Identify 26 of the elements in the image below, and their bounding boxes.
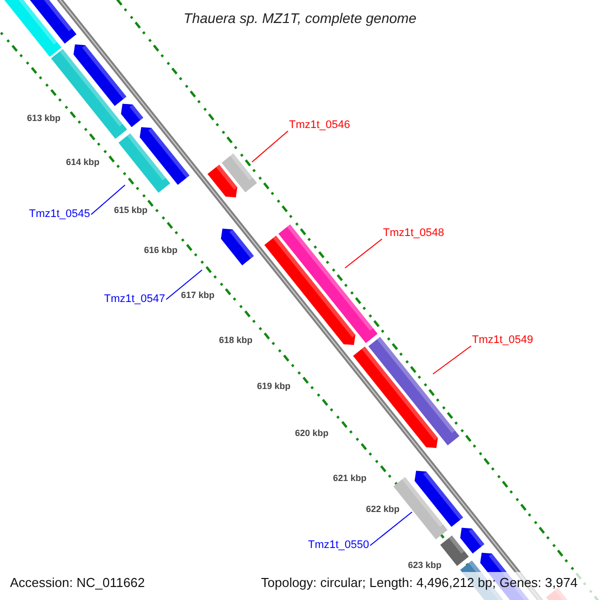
leader-line — [252, 130, 288, 162]
leader-line — [344, 238, 382, 268]
scale-label: 623 kbp — [408, 561, 442, 570]
gene-label: Tmz1t_0546 — [289, 120, 350, 131]
scale-label: 617 kbp — [181, 291, 215, 300]
scale-label: 613 kbp — [27, 114, 61, 123]
footer-text: Topology: circular; Length: 4,496,212 bp; Genes: 3,974 — [261, 576, 578, 589]
scale-label: 614 kbp — [66, 158, 100, 167]
leader-line — [90, 184, 126, 215]
leader-line — [432, 346, 472, 374]
scale-label: 619 kbp — [257, 382, 291, 391]
gene-label: Tmz1t_0545 — [29, 209, 90, 220]
gene-label: Tmz1t_0550 — [308, 540, 370, 551]
scale-label: 621 kbp — [333, 474, 367, 483]
footer-text: Accession: NC_011662 — [10, 576, 145, 589]
scale-label: 615 kbp — [114, 206, 148, 215]
leader-line — [370, 512, 412, 546]
gene-label: Tmz1t_0549 — [472, 335, 534, 346]
scale-label: 622 kbp — [366, 505, 400, 514]
scale-label: 620 kbp — [295, 429, 329, 438]
gene-label: Tmz1t_0548 — [383, 228, 444, 239]
scale-label: 618 kbp — [219, 336, 253, 345]
scale-label: 616 kbp — [144, 246, 178, 255]
title: Thauera sp. MZ1T, complete genome — [182, 11, 418, 25]
gene-label: Tmz1t_0547 — [104, 294, 166, 305]
leader-line — [166, 270, 202, 300]
